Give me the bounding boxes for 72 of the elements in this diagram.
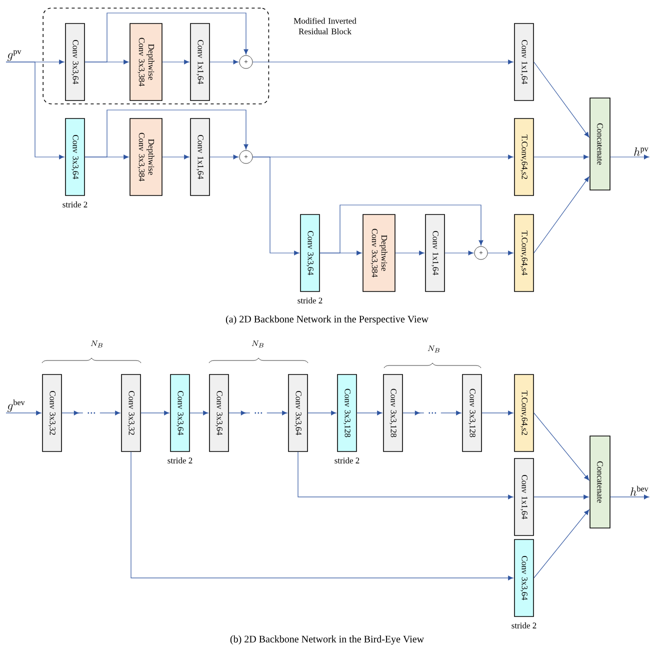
stride-label: stride 2 [298, 297, 322, 304]
arrow [210, 154, 238, 160]
layer-box: Conv 1x1,64 [190, 23, 210, 101]
layer-box: Conv 1x1,64 [425, 214, 445, 292]
output-symbol: $h^{\mathrm{bev}}$ [630, 486, 648, 496]
arrow [6, 410, 42, 416]
arrow [140, 410, 170, 416]
stride-label: stride 2 [62, 201, 88, 208]
arrow [84, 12, 248, 62]
repeat-label: $N_B$ [428, 346, 440, 352]
concatenate-box: Concatenate [590, 436, 610, 528]
arrow [534, 494, 589, 500]
layer-box: Depthwise Conv 3x3,384 [130, 118, 162, 196]
layer-box: Conv 3x3,64 [65, 118, 85, 196]
arrow [402, 410, 462, 416]
layer-box: Conv 3x3,128 [383, 374, 403, 452]
arrow [130, 452, 514, 580]
arrow [534, 154, 589, 160]
arrow [298, 452, 514, 500]
arrow [228, 410, 288, 416]
layer-box: T.Conv,64,s4 [514, 214, 534, 292]
arrow [534, 176, 590, 254]
arrow [6, 62, 64, 160]
layer-box: Conv 3x3,128 [462, 374, 482, 452]
layer-box: Conv 3x3,64 [65, 23, 85, 101]
layer-box: Conv 3x3,64 [209, 374, 229, 452]
arrow [320, 204, 484, 254]
stride-label: stride 2 [334, 457, 360, 464]
arrow [534, 62, 590, 138]
output-symbol: $h^{\mathrm{pv}}$ [634, 147, 648, 156]
layer-box: Conv 3x3,128 [337, 374, 357, 452]
layer-box: T.Conv,64,s2 [514, 374, 534, 452]
layer-box: Conv 1x1,64 [514, 458, 534, 536]
stride-label: stride 2 [512, 622, 536, 628]
arrow [162, 60, 190, 64]
concatenate-box: Concatenate [590, 98, 610, 190]
layer-box: Conv 1x1,64 [514, 23, 534, 101]
arrow [62, 410, 120, 416]
repeat-label: $N_B$ [252, 340, 264, 348]
arrow [210, 60, 238, 64]
arrow [487, 250, 514, 256]
input-symbol: $g^{\mathrm{pv}}$ [7, 50, 22, 61]
arrow [356, 410, 382, 416]
stride-label: stride 2 [168, 457, 192, 464]
arrow [395, 250, 424, 256]
layer-box: Conv 3x3,64 [300, 214, 320, 292]
layer-box: T.Conv,64,s2 [514, 118, 534, 196]
arrow [308, 410, 336, 416]
arrow [190, 410, 208, 416]
arrow [84, 110, 248, 158]
layer-box: Depthwise Conv 3x3,384 [362, 214, 396, 292]
block-heading: Modified Inverted Residual Block [294, 18, 356, 34]
layer-box: Conv 3x3,32 [121, 374, 141, 452]
caption: (b) 2D Backbone Network in the Bird-Eye View [230, 635, 424, 645]
arrow [252, 156, 300, 256]
arrow [534, 510, 590, 578]
layer-box: Conv 1x1,64 [190, 118, 210, 196]
layer-box: Conv 3x3,64 [514, 539, 534, 617]
layer-box: Conv 3x3,64 [288, 374, 308, 452]
layer-box: Conv 3x3,32 [42, 374, 62, 452]
arrow [610, 154, 650, 160]
layer-box: Depthwise Conv 3x3,384 [130, 23, 162, 101]
arrow [534, 412, 590, 480]
repeat-label: $N_B$ [90, 340, 103, 348]
arrow [162, 154, 190, 160]
input-symbol: $g^{\mathrm{bev}}$ [7, 400, 25, 412]
arrow [252, 60, 514, 64]
arrow [482, 410, 514, 416]
layer-box: Conv 3x3,64 [170, 374, 190, 452]
arrow [610, 494, 650, 500]
caption: (a) 2D Backbone Network in the Perspective View [226, 315, 428, 325]
arrow [444, 250, 474, 256]
